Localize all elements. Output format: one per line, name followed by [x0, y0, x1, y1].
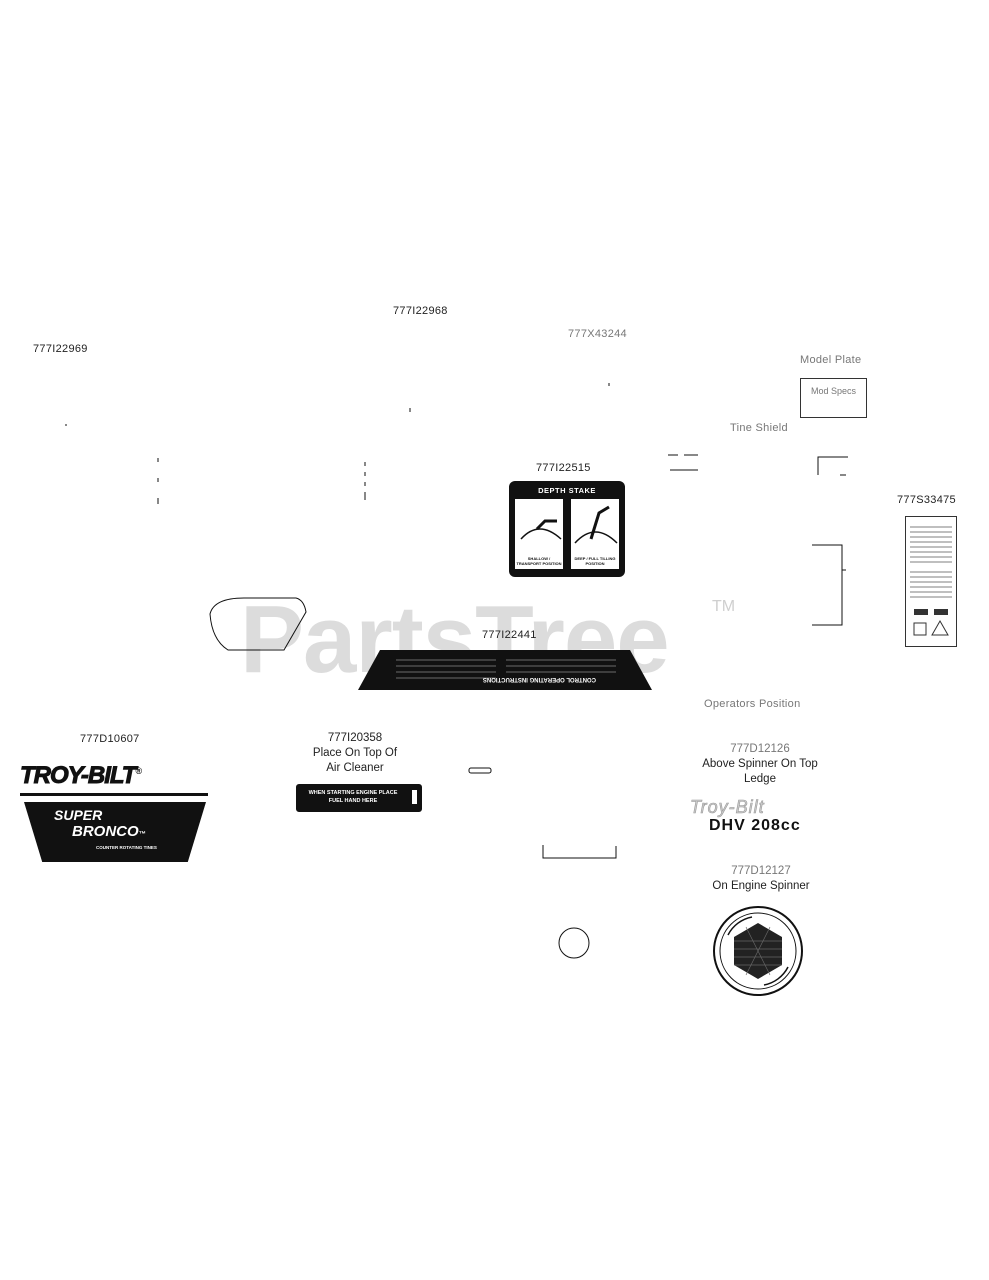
part-code: 777D12127 — [731, 865, 791, 877]
primer-bar — [412, 790, 417, 804]
model-plate-decal: Mod Specs — [800, 378, 867, 418]
trademark-mark: ™ — [138, 831, 146, 838]
operators-position-label: Operators Position — [704, 698, 801, 710]
part-label-777I22968: 777I22968 — [393, 305, 448, 317]
part-label-777S33475: 777S33475 — [897, 494, 956, 506]
shallow-stake-icon — [520, 519, 562, 540]
operator-panel-outline — [812, 544, 843, 626]
model-plate-text: Mod Specs — [810, 386, 857, 396]
logo-underline — [20, 793, 208, 796]
shallow-position-panel: SHALLOW / TRANSPORT POSITION — [515, 499, 563, 569]
small-decal-outline — [468, 767, 492, 774]
control-instructions-decal: CONTROL OPERATING INSTRUCTIONS — [358, 650, 652, 690]
deep-stake-icon — [574, 505, 618, 544]
control-title-text: CONTROL OPERATING INSTRUCTIONS — [483, 676, 596, 682]
instruction-side-decal — [905, 516, 957, 647]
shallow-caption: SHALLOW / TRANSPORT POSITION — [516, 556, 562, 566]
part-label-777X43244: 777X43244 — [568, 328, 627, 340]
placement-note: Ledge — [744, 773, 776, 785]
part-code: 777I20358 — [327, 732, 383, 744]
part-label-777I22969: 777I22969 — [33, 343, 88, 355]
decal-outline-shape — [209, 597, 307, 651]
part-label-777D12126: 777D12126 Above Spinner On Top Ledge — [680, 742, 840, 787]
deep-caption: DEEP / FULL TILLING POSITION — [574, 556, 616, 566]
tine-shield-outline — [668, 454, 698, 471]
deep-position-panel: DEEP / FULL TILLING POSITION — [571, 499, 619, 569]
depth-stake-title: DEPTH STAKE — [538, 486, 596, 495]
placement-note: Air Cleaner — [326, 762, 384, 774]
part-label-777D10607: 777D10607 — [80, 733, 140, 745]
round-decal-outline — [558, 927, 590, 959]
troy-bilt-logo: TROY-BILT® — [19, 762, 142, 790]
engine-model-text: DHV 208cc — [709, 817, 801, 834]
primer-hand-decal: WHEN STARTING ENGINE PLACE FUEL HAND HER… — [296, 784, 422, 812]
placement-note: Above Spinner On Top — [702, 758, 818, 770]
engine-spinner-seal — [713, 906, 803, 996]
tine-shield-label: Tine Shield — [730, 422, 788, 434]
part-label-777I20358: 777I20358 Place On Top Of Air Cleaner — [290, 731, 420, 776]
registered-mark: ® — [135, 766, 142, 776]
placement-note: Place On Top Of — [312, 747, 398, 759]
bronco-line-1: SUPER — [54, 807, 103, 823]
depth-stake-decal: DEPTH STAKE SHALLOW / TRANSPORT POSITION… — [509, 481, 625, 577]
part-code: 777D12126 — [730, 743, 790, 755]
model-plate-label: Model Plate — [800, 354, 862, 366]
troy-bilt-logo-text: TROY-BILT — [19, 762, 136, 790]
part-label-777I22441: 777I22441 — [482, 629, 537, 641]
bronco-subtitle: COUNTER ROTATING TINES — [96, 845, 157, 850]
tine-shield-outline — [817, 456, 848, 476]
instruction-text-block — [910, 526, 952, 636]
trademark-symbol: TM — [712, 598, 736, 615]
part-label-777I22515: 777I22515 — [536, 462, 591, 474]
bronco-line-2: BRONCO™ — [72, 823, 146, 840]
engine-brand-script: Troy-Bilt — [690, 797, 765, 818]
bracket-outline — [542, 845, 617, 859]
placement-note: On Engine Spinner — [712, 880, 810, 892]
primer-text: WHEN STARTING ENGINE PLACE FUEL HAND HER… — [308, 790, 398, 804]
super-bronco-decal: SUPER BRONCO™ COUNTER ROTATING TINES — [24, 802, 206, 862]
part-label-777D12127: 777D12127 On Engine Spinner — [688, 864, 834, 894]
